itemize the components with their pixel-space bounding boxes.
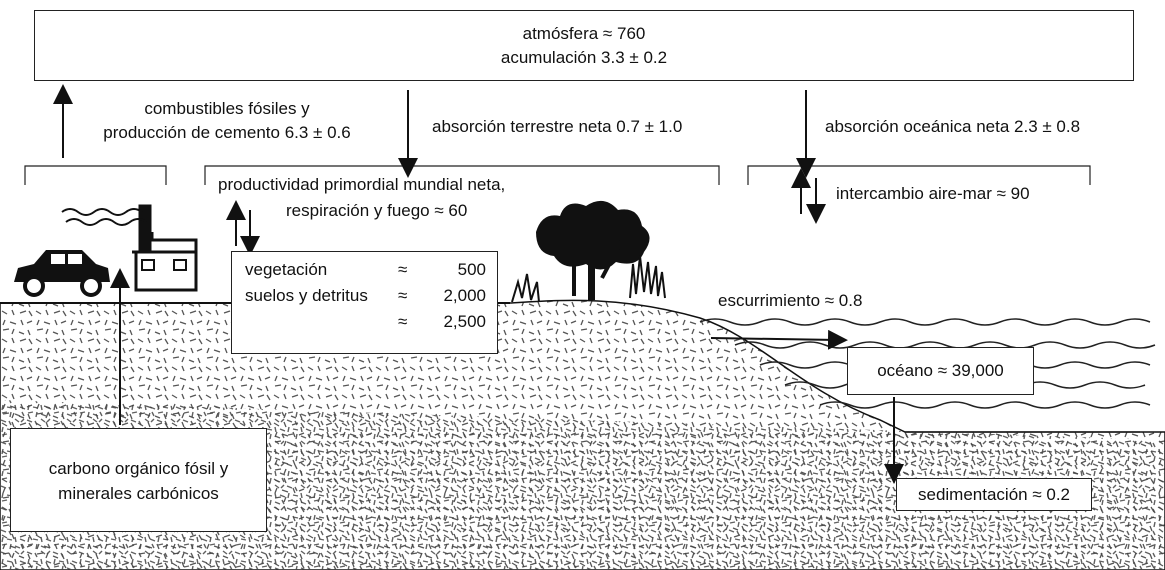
total-approx: ≈: [398, 312, 408, 331]
bush-icon: [511, 255, 666, 303]
land-reservoir-box: vegetación ≈ 500 suelos y detritus ≈ 2,0…: [231, 251, 498, 354]
car-icon: [14, 250, 110, 297]
npp-label-line1: productividad primordial mundial neta,: [218, 175, 506, 194]
smoke-icon: [61, 208, 147, 226]
fossil-flux-line2: producción de cemento 6.3 ± 0.6: [103, 123, 351, 142]
factory-icon: [132, 204, 198, 292]
accumulation-label: acumulación 3.3 ± 0.2: [500, 48, 668, 67]
vegetation-value: 500: [457, 260, 486, 279]
runoff-arrow: [710, 329, 848, 350]
soils-label: suelos y detritus: [245, 286, 368, 305]
runoff-label: escurrimiento ≈ 0.8: [718, 291, 863, 310]
bracket-lines: [24, 165, 1091, 185]
fossil-flux-line1: combustibles fósiles y: [144, 99, 310, 118]
sedimentation-box: sedimentación ≈ 0.2: [896, 478, 1092, 511]
ocean-box: océano ≈ 39,000: [847, 347, 1034, 395]
fossil-reservoir-line1: carbono orgánico fósil y: [48, 459, 229, 478]
ocean-uptake-label: absorción oceánica neta 2.3 ± 0.8: [825, 117, 1081, 136]
ocean-label: océano ≈ 39,000: [877, 361, 1004, 380]
soils-approx: ≈: [398, 286, 408, 305]
soils-value: 2,000: [443, 286, 486, 305]
npp-label-line2: respiración y fuego ≈ 60: [286, 201, 468, 220]
tree-icon: [536, 200, 650, 300]
flux-arrows: [53, 84, 904, 484]
fossil-reservoir-line2: minerales carbónicos: [58, 484, 219, 503]
atmosphere-box: atmósfera ≈ 760 acumulación 3.3 ± 0.2: [34, 10, 1134, 81]
deep-ground: [0, 400, 1165, 570]
vegetation-label: vegetación: [245, 260, 328, 279]
sedimentation-label: sedimentación ≈ 0.2: [917, 485, 1071, 504]
atmosphere-label: atmósfera ≈ 760: [522, 24, 646, 43]
air-sea-exchange-label: intercambio aire-mar ≈ 90: [836, 184, 1030, 203]
land-uptake-label: absorción terrestre neta 0.7 ± 1.0: [432, 117, 683, 136]
fossil-reservoir-box: carbono orgánico fósil y minerales carbó…: [10, 428, 267, 532]
vegetation-approx: ≈: [398, 260, 408, 279]
total-value: 2,500: [443, 312, 486, 331]
